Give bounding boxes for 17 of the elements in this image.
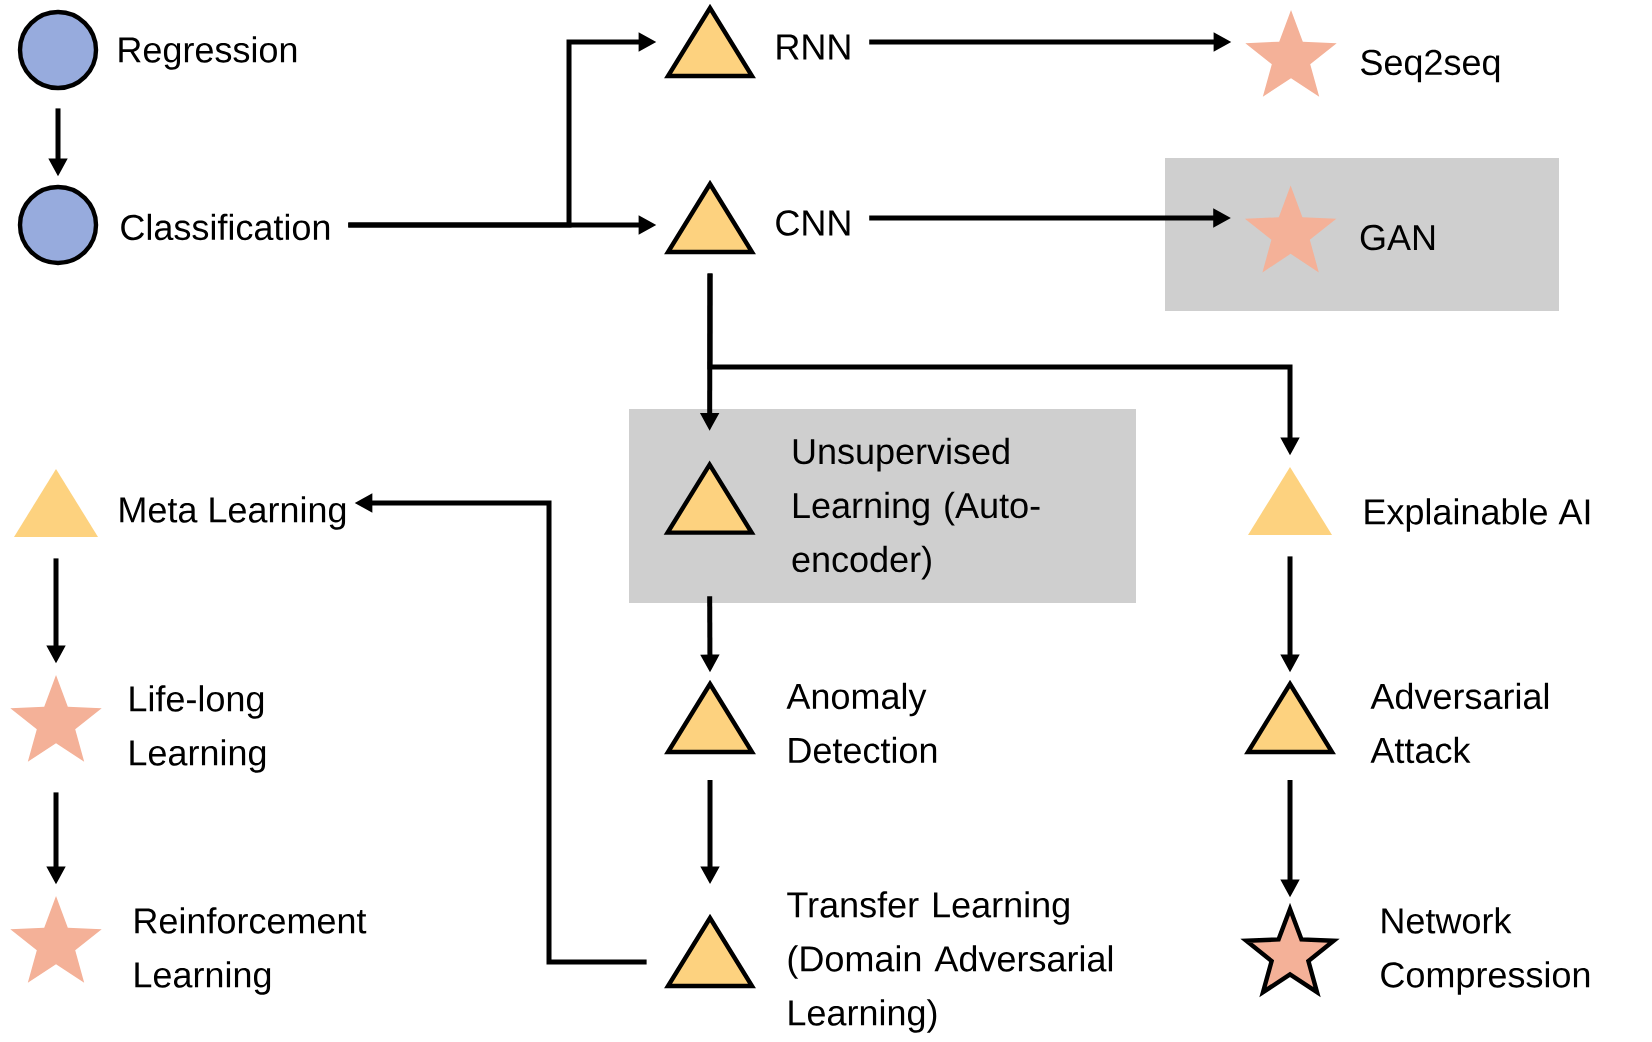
node-label: Network Compression: [1381, 907, 1590, 995]
node-label: Regression: [119, 36, 297, 70]
node-label: Transfer Learning (Domain Adversarial Learning): [787, 891, 1113, 1033]
highlight-band: [1165, 158, 1559, 311]
node-label: Life-long Learning: [130, 685, 266, 773]
node-label: CNN: [776, 210, 850, 236]
node-label: Classification: [121, 213, 330, 241]
node-label: Reinforcement Learning: [135, 907, 367, 995]
node-label: Meta Learning: [120, 496, 346, 530]
node-label: Adversarial Attack: [1370, 682, 1549, 764]
node-label: Seq2seq: [1361, 49, 1500, 83]
node-label: Explainable AI: [1365, 498, 1590, 532]
node-label: GAN: [1360, 224, 1435, 251]
node-label: RNN: [777, 34, 850, 60]
node-label: Unsupervised Learning (Auto-encoder): [792, 437, 1040, 580]
node-label: Anomaly Detection: [786, 682, 937, 764]
highlight-band: [629, 409, 1136, 603]
